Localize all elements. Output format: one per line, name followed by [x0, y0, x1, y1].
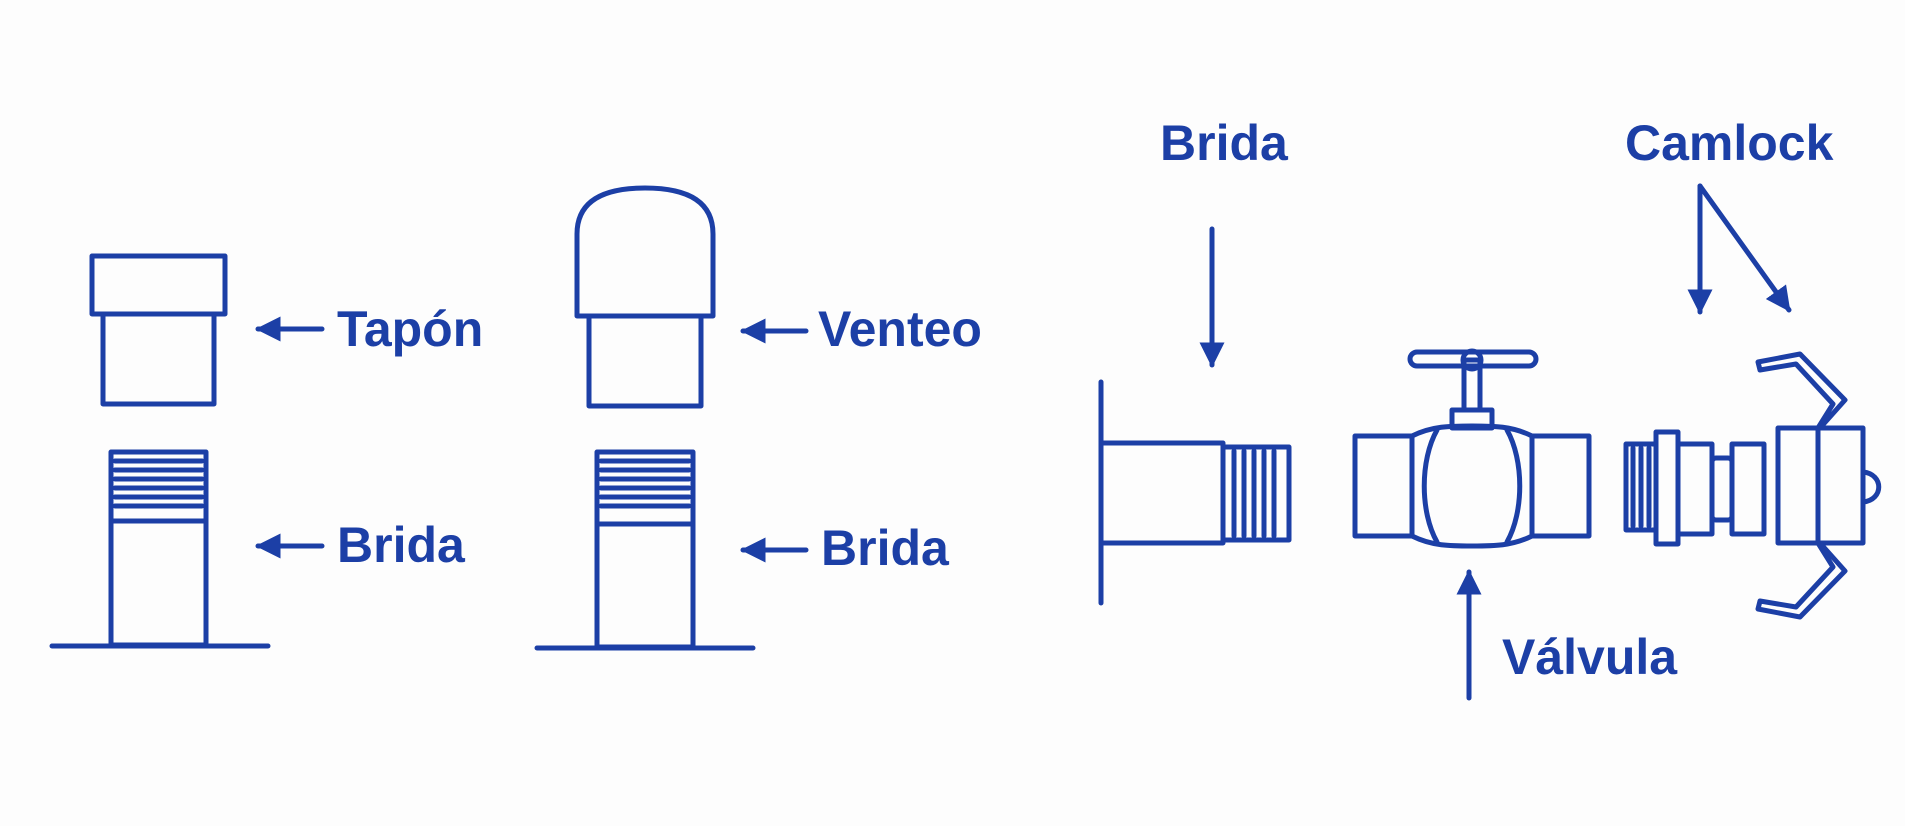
wall-flange	[1098, 379, 1292, 606]
flange-pipe	[108, 518, 209, 648]
label-tapon: Tapón	[337, 301, 483, 357]
camlock-arrow-right	[1697, 183, 1792, 313]
adapter-groove	[1709, 455, 1735, 523]
label-brida-top: Brida	[1160, 115, 1289, 171]
adapter-thread-lines	[1630, 445, 1652, 529]
vent-assembly	[534, 185, 756, 651]
cam-arm-top	[1755, 351, 1848, 431]
valve-stem	[1461, 357, 1483, 413]
adapter-nose	[1729, 441, 1767, 537]
cam-arm-bottom	[1755, 540, 1848, 620]
ball-curve-right	[1504, 427, 1523, 545]
label-brida-left: Brida	[337, 517, 466, 573]
label-venteo: Venteo	[818, 301, 982, 357]
label-camlock: Camlock	[1625, 115, 1834, 171]
cap-top	[89, 253, 228, 317]
coupler-ear	[1860, 469, 1882, 505]
valve-right-body	[1529, 433, 1592, 539]
ball-curve-left	[1421, 427, 1440, 545]
cap-assembly	[49, 253, 271, 649]
flange-pipe-mid	[594, 521, 696, 650]
flange-spool	[1098, 440, 1226, 546]
label-valvula: Válvula	[1502, 629, 1678, 685]
camlock-male-adapter	[1623, 429, 1767, 547]
valve	[1352, 348, 1592, 549]
camlock-female-coupler	[1755, 351, 1882, 620]
valve-left-body	[1352, 433, 1415, 539]
vent-dome	[574, 185, 716, 319]
thread-lines	[112, 458, 205, 509]
adapter-body	[1675, 441, 1715, 537]
thread-lines-horizontal	[1231, 448, 1277, 539]
vent-body	[586, 313, 704, 409]
thread-lines-mid	[598, 458, 692, 509]
threaded-end	[1220, 444, 1292, 543]
label-brida-mid: Brida	[821, 520, 950, 576]
cap-body	[100, 311, 217, 407]
adapter-hex	[1653, 429, 1681, 547]
handle-nut	[1460, 348, 1484, 372]
